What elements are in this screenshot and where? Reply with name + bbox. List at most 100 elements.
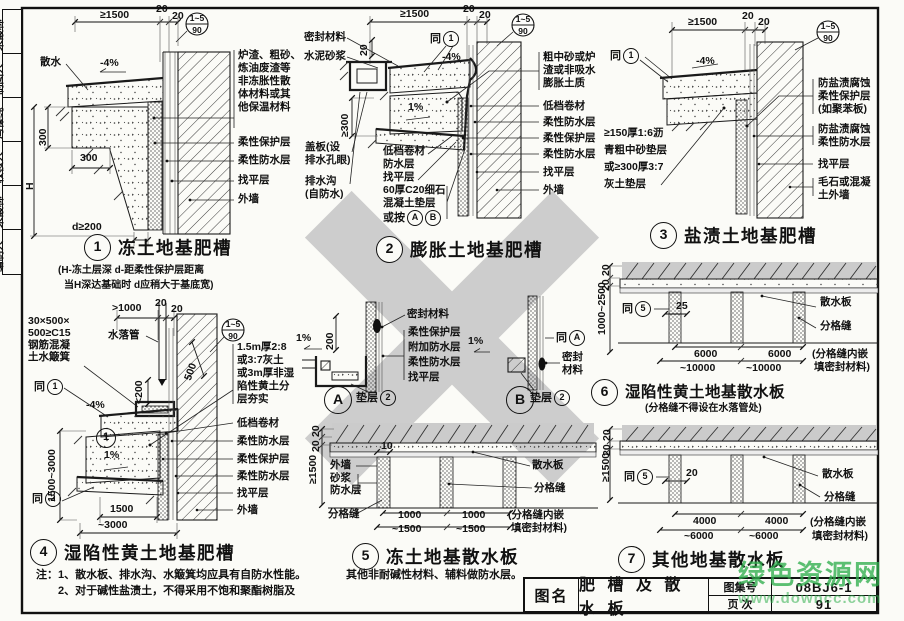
layer-label: 柔性防水层 — [543, 116, 596, 128]
slope-label: 1% — [408, 101, 424, 113]
circled-ref-b: B — [425, 210, 441, 226]
cover-label: 盖板(设 — [305, 141, 340, 153]
detail-1-linework: 1~590 — [30, 12, 235, 246]
dim-label: 20 — [171, 303, 183, 315]
spec-label: 钢筋混凝 — [28, 339, 70, 351]
svg-text:1~5: 1~5 — [226, 319, 241, 329]
layer-label: (如聚苯板) — [818, 103, 867, 115]
material-label: 炼油废渣等 — [238, 62, 291, 74]
wall-label: 外墙 — [330, 459, 351, 471]
slab-label: 散水板 — [820, 296, 852, 308]
layer-label: 找平层 — [237, 487, 269, 499]
detail-2-title: 2 膨胀土地基肥槽 — [376, 236, 543, 263]
detail-7-linework — [606, 425, 879, 534]
dim-label: 1500~3000 — [46, 449, 58, 502]
circled-ref: 1 — [623, 48, 639, 64]
layer-label: 柔性保护层 — [238, 136, 291, 148]
material-label: 炉渣、粗砂、 — [238, 49, 301, 61]
same-text: 同 — [556, 332, 567, 344]
detail-number: 7 — [618, 546, 645, 573]
joint-label: 分格缝 — [824, 491, 856, 503]
material-label: 渣或非吸水 — [543, 64, 596, 76]
layer-label: 60厚C20细石 — [383, 184, 446, 196]
dim-label: 4000 — [765, 515, 789, 527]
layer-label: 土外墙 — [818, 189, 850, 201]
dim-label: 300 — [37, 128, 49, 146]
drawing-frame — [20, 6, 880, 615]
dim-label: 20 — [479, 9, 491, 21]
sidebar-credits: 朱馥林 制图人 冯葆纯 校核人 朱馥林 编制人 — [0, 8, 22, 275]
layer-label: 外墙 — [543, 184, 564, 196]
dim-label: H — [24, 182, 36, 190]
layer-label: 柔性防水层 — [237, 435, 290, 447]
dim-label: ≥1500 — [307, 454, 319, 484]
slab-label: 散水板 — [822, 468, 854, 480]
credit-cell: 朱馥林 — [0, 8, 22, 55]
dim-label: 20 — [310, 440, 322, 452]
dim-label: ~10000 — [680, 362, 716, 374]
detail-title-text: 湿陷性黄土地基肥槽 — [64, 542, 235, 563]
layer-label: 防水层 — [330, 484, 362, 496]
dim-label: ≥1500 — [600, 452, 612, 482]
circled-ref: A — [569, 330, 585, 346]
slope-label: -4% — [442, 51, 461, 63]
dim-label: <200 — [133, 380, 145, 404]
dim-label: 20 — [156, 3, 168, 15]
detail-b-mark: B — [506, 386, 534, 414]
layer-label: 柔性防水层 — [818, 136, 871, 148]
cushion-text: 垫层 — [356, 392, 378, 404]
dim-label: 25 — [676, 300, 688, 312]
same-text: 同 — [610, 50, 621, 62]
detail-6-title: 6 湿陷性黄土地基散水板 — [591, 379, 785, 406]
slope-label: -4% — [86, 399, 105, 411]
slope-label: 1% — [104, 449, 120, 461]
layer-label: 低档卷材 — [237, 417, 279, 429]
same-text: 同 — [430, 33, 441, 45]
layer-label: 外墙 — [237, 504, 258, 516]
svg-text:90: 90 — [228, 331, 238, 341]
note-line-2: 2、对于碱性盐渍土，不得采用不饱和聚酯树脂及 — [58, 585, 296, 597]
seal-label: 密封材料 — [304, 31, 346, 43]
detail-number: 2 — [376, 236, 403, 263]
credit-name: 朱馥林 — [0, 19, 5, 52]
detail-5-title: 5 冻土地基散水板 — [352, 543, 519, 570]
circled-ref: 1 — [443, 31, 459, 47]
credit-name: 朱馥林 — [0, 196, 5, 228]
dim-label: 20 — [600, 264, 612, 276]
joint-note: 填密封材料) — [812, 530, 868, 542]
detail-number: 4 — [30, 539, 57, 566]
layer-label: 砂浆 — [330, 472, 351, 484]
dim-label: ~10000 — [746, 362, 782, 374]
circled-ref: 2 — [380, 390, 396, 406]
slope-label: 1% — [296, 332, 312, 344]
spec-label: 500≥C15 — [28, 327, 71, 339]
circled-ref: 1 — [47, 379, 63, 395]
note-line-3: 其他非耐碱性材料、辅料做防水层。 — [346, 569, 522, 581]
layer-label: 防水层 — [383, 158, 415, 170]
layer-label: 找平层 — [238, 174, 270, 186]
layer-label: 柔性防水层 — [408, 356, 461, 368]
dim-label: >1000 — [112, 302, 142, 314]
seal-label: 材料 — [562, 364, 583, 376]
dim-label: 10 — [381, 440, 393, 452]
title-block: 图名 肥 槽 及 散 水 板 图集号 08BJ6-1 页 次 91 — [523, 577, 878, 618]
layer-label: 毛石或混凝 — [818, 176, 871, 188]
drawing-title: 肥 槽 及 散 水 板 — [579, 577, 685, 618]
circled-ref: 5 — [635, 301, 651, 317]
material-label: 体材料或其 — [238, 88, 291, 100]
detail-6-linework — [606, 262, 879, 365]
material-label: 非冻胀性散 — [238, 75, 291, 87]
detail-5-linework — [318, 423, 598, 531]
credit-cell: 冯葆纯 — [0, 96, 22, 143]
layer-label: 低档卷材 — [383, 145, 425, 157]
same-text: 同 — [34, 381, 45, 393]
joint-label: 分格缝 — [534, 482, 566, 494]
slope-label: 1% — [468, 335, 484, 347]
seal-label: 密封材料 — [407, 308, 449, 320]
credit-cell: 制图人 — [0, 52, 22, 99]
